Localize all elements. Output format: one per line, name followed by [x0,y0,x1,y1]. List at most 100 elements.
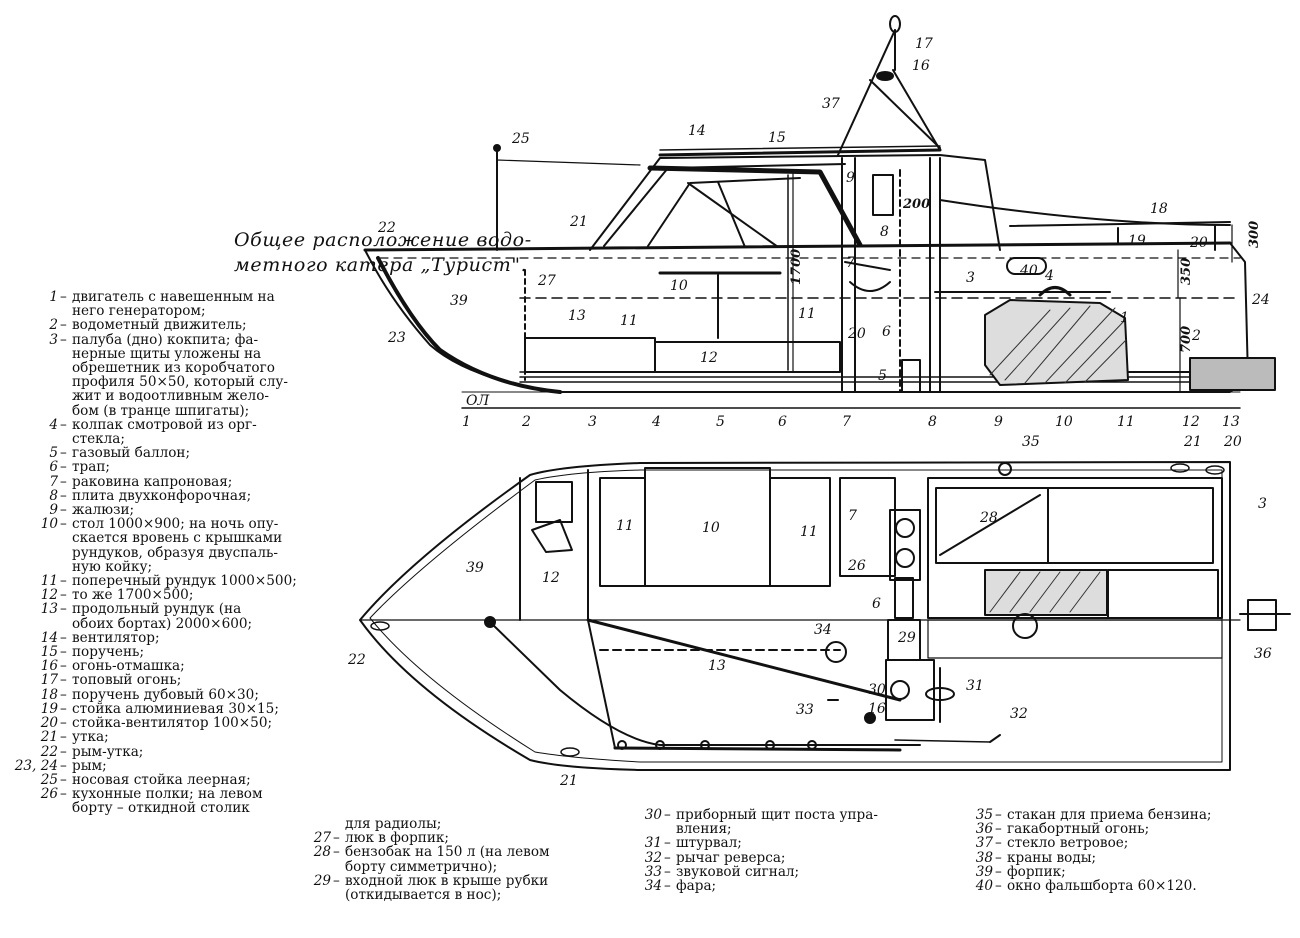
legend-item: 35–стакан для приема бензина; [935,808,1300,822]
legend-dash: – [995,878,1002,895]
plan-callout-29: 29 [897,630,916,646]
legend-text: форпик; [1007,863,1066,880]
legend-text: палуба (дно) кокпита; фа- [72,331,259,348]
station-label: 5 [716,414,725,430]
legend-text: бензобак на 150 л (на левом [345,844,550,861]
legend-text: газовый баллон; [72,445,191,462]
legend-text: трап; [72,459,110,476]
legend-item: 10–стол 1000×900; на ночь опу-скается вр… [0,517,322,574]
plan-callout-11: 11 [800,524,818,540]
legend-dash: – [60,629,67,646]
plan-callout-26: 26 [847,558,866,574]
legend-item: 7–раковина капроновая; [0,474,322,489]
legend-dash: – [60,289,67,305]
legend-item: 9–жалюзи; [0,503,322,517]
legend-number: 36 [975,821,993,838]
legend-dash: – [60,445,67,462]
legend-dash: – [60,587,67,604]
legend-dash: – [60,786,67,803]
side-callout-19: 19 [1128,233,1146,249]
legend-number: 35 [975,807,993,823]
plan-callout-10: 10 [702,520,720,536]
legend-dash: – [60,686,67,703]
side-callout-11b: 11 [798,306,816,322]
legend-number: 30 [644,807,662,823]
legend-text: вления; [676,821,732,838]
plan-callout-33: 33 [796,702,814,718]
side-callout-13: 13 [568,308,586,324]
legend-text: жалюзи; [72,502,135,519]
legend-dash: – [60,757,67,774]
plan-callout-28: 28 [979,510,998,526]
legend-text: гакабортный огонь; [1007,821,1150,838]
plan-callout-12: 12 [542,570,560,586]
side-callout-7: 7 [846,255,855,271]
legend-number: 31 [644,835,662,852]
station-label: 4 [651,414,661,430]
legend-text: рым; [72,757,107,774]
legend-number: 15 [40,644,58,661]
plan-callout-39: 39 [466,560,484,576]
legend-number: 5 [49,445,58,462]
legend-text: стакан для приема бензина; [1007,807,1212,823]
plan-callout-30: 30 [868,682,886,698]
legend-dash: – [995,835,1002,852]
legend-number: 21 [40,729,58,746]
side-callout-15: 15 [768,130,786,146]
legend-number: 11 [40,573,58,590]
dimension-label: 200 [902,197,930,212]
legend-text: стойка алюминиевая 30×15; [72,700,279,717]
legend-dash: – [995,821,1002,838]
legend-text: люк в форпик; [345,830,449,847]
legend-dash: – [60,416,67,433]
side-callout-37: 37 [822,96,840,112]
side-callout-24: 24 [1251,292,1270,308]
legend-item: 20–стойка-вентилятор 100×50; [0,716,322,730]
legend-dash: – [60,601,67,618]
figure-title-line: метного катера „Турист". [234,254,528,276]
legend-item: 15–поручень; [0,645,322,659]
side-callout-12: 12 [700,350,718,366]
legend-dash: – [60,729,67,746]
plan-callout-32: 32 [1010,706,1028,722]
legend-number: 14 [40,629,58,646]
legend-dash: – [60,516,67,533]
legend-text: то же 1700×500; [72,587,194,604]
side-view-interior [524,174,1111,393]
legend-text: профиля 50×50, который слу- [72,374,288,391]
legend-text: краны воды; [1007,849,1097,866]
dimension-label: 1700 [789,249,804,285]
legend-item: 33–звуковой сигнал; [604,865,974,879]
legend-text: скается вровень с крышками [72,530,283,547]
legend-text: стекло ветровое; [1007,835,1129,852]
station-label: 7 [842,414,851,430]
side-view-mast [837,15,941,156]
legend-number: 12 [40,587,58,604]
legend-dash: – [664,863,671,880]
legend-text: стекла; [72,431,125,448]
legend-text: поручень; [72,644,145,661]
legend-dash: – [995,849,1002,866]
legend-text: рундуков, образуя двуспаль- [72,544,279,561]
plan-view-aft-compartment [927,477,1291,659]
legend-item: 38–краны воды; [935,849,1300,866]
legend-dash: – [333,872,340,889]
side-callout-39: 39 [450,293,468,309]
legend-number: 3 [49,331,58,348]
legend-column-2: для радиолы;27–люк в форпик;28–бензобак … [273,817,613,902]
legend-item: 8–плита двухконфорочная; [0,489,322,503]
legend-item: 27–люк в форпик; [273,831,613,845]
legend-text: (откидывается в нос); [345,887,502,904]
legend-item: 11–поперечный рундук 1000×500; [0,574,322,588]
legend-text: борту симметрично); [345,858,498,875]
legend-item: 3–палуба (дно) кокпита; фа-нерные щиты у… [0,331,322,418]
side-callout-10: 10 [670,278,688,294]
legend-dash: – [60,658,67,675]
legend-text: штурвал; [676,835,742,852]
